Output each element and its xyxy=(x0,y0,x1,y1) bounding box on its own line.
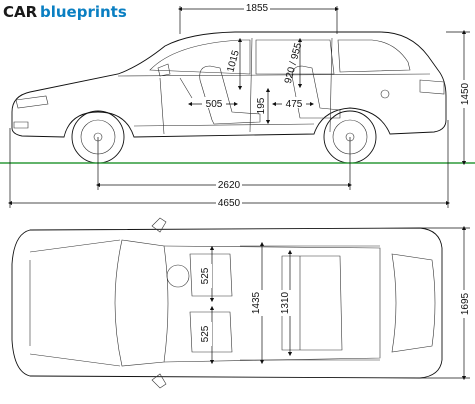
fuel-cap-icon xyxy=(380,89,390,99)
dim-front-headroom: 1015 xyxy=(225,37,243,91)
dim-seat-height-label: 195 xyxy=(256,97,267,114)
dim-cabin-width: 1435 xyxy=(251,241,265,365)
top-rear-bench xyxy=(281,255,343,351)
dim-overall-length-label: 4650 xyxy=(218,198,241,209)
side-steering-wheel xyxy=(179,77,193,99)
top-mirror-right xyxy=(151,373,167,389)
dim-wheelbase-label: 2620 xyxy=(218,180,241,191)
dim-overall-height-label: 1450 xyxy=(460,82,471,105)
dim-rear-cabin-width: 1310 xyxy=(280,249,293,357)
dim-rear-shoulder-width: 525 xyxy=(200,305,215,365)
dim-overall-width-label: 1695 xyxy=(460,292,471,315)
top-roof xyxy=(163,245,381,363)
dim-overall-length: 4650 xyxy=(7,120,451,209)
dim-rear-cabin-width-label: 1310 xyxy=(280,291,291,314)
side-belt-line xyxy=(117,73,431,77)
top-mirror-left xyxy=(151,217,167,233)
top-windshield xyxy=(114,239,169,367)
side-door-seams xyxy=(159,37,333,135)
dim-front-shoulder-width-label: 525 xyxy=(200,267,211,284)
top-front-seats xyxy=(189,253,233,353)
dim-front-legroom: 505 xyxy=(187,97,239,110)
side-windows xyxy=(149,39,411,75)
dim-roof-length-label: 1855 xyxy=(246,3,269,14)
side-mirror xyxy=(157,63,171,77)
dim-cabin-width-label: 1435 xyxy=(251,291,262,314)
dim-front-headroom-label: 1015 xyxy=(225,49,241,74)
logo-text-blueprints: blueprints xyxy=(40,3,127,21)
top-rear-window xyxy=(391,253,436,353)
logo-text-car: CAR xyxy=(3,3,38,21)
side-sill-line xyxy=(133,123,315,127)
side-front-seat xyxy=(199,65,261,125)
dim-seat-height: 195 xyxy=(256,87,271,125)
dim-roof-length: 1855 xyxy=(177,2,340,34)
side-headlight xyxy=(13,95,49,129)
side-body-outline xyxy=(11,31,447,138)
dim-wheelbase: 2620 xyxy=(95,137,353,191)
dim-overall-height: 1450 xyxy=(446,29,471,166)
top-hood-lines xyxy=(29,239,121,367)
dim-rear-legroom-label: 475 xyxy=(286,99,303,110)
site-logo: CAR blueprints xyxy=(3,3,127,21)
dim-rear-shoulder-width-label: 525 xyxy=(200,325,211,342)
dim-rear-legroom: 475 xyxy=(271,97,315,110)
dim-rear-headroom: 920 / 955 xyxy=(283,37,305,89)
side-rear-seat xyxy=(291,65,341,119)
top-steering-wheel xyxy=(166,264,190,288)
dim-rear-headroom-label: 920 / 955 xyxy=(283,41,305,85)
side-taillight xyxy=(419,79,445,95)
top-view: 525 525 1435 1310 1695 xyxy=(11,217,471,389)
dim-front-shoulder-width: 525 xyxy=(200,245,215,303)
dim-front-legroom-label: 505 xyxy=(206,99,223,110)
dim-overall-width: 1695 xyxy=(420,225,471,381)
top-body-outline xyxy=(11,227,443,379)
side-view: 1855 1015 920 / 955 505 195 475 xyxy=(0,2,475,209)
